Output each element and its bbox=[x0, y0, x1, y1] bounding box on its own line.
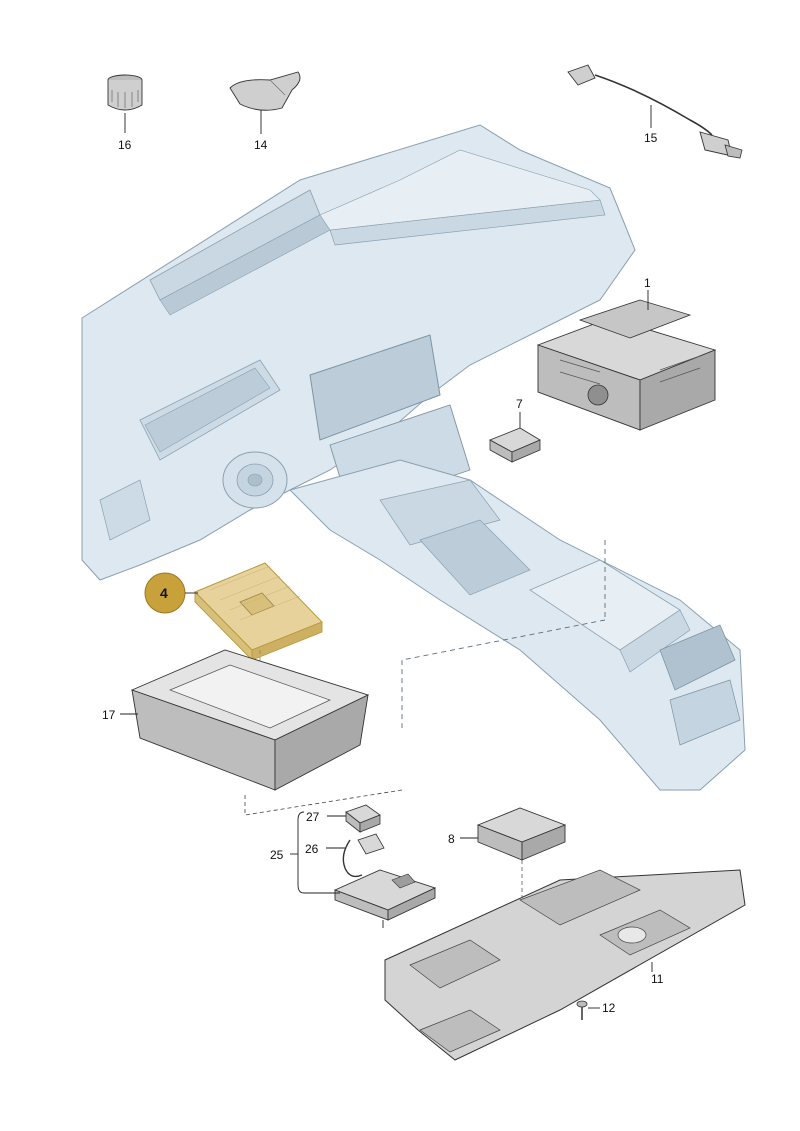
label-7: 7 bbox=[516, 397, 523, 411]
label-27: 27 bbox=[306, 810, 320, 824]
part-16-rotary-knob bbox=[107, 74, 143, 133]
label-25: 25 bbox=[270, 848, 284, 862]
part-1-radio-unit bbox=[536, 290, 717, 431]
label-12: 12 bbox=[602, 1001, 616, 1015]
label-14: 14 bbox=[254, 138, 268, 152]
label-8: 8 bbox=[448, 832, 455, 846]
part-26-wire-harness bbox=[326, 833, 385, 878]
part-7-connector-module bbox=[489, 412, 541, 463]
dashboard-illustration bbox=[81, 124, 746, 791]
label-17: 17 bbox=[102, 708, 116, 722]
part-27-plug bbox=[327, 804, 381, 833]
part-8-electronic-module bbox=[460, 807, 567, 975]
part-25-control-unit bbox=[290, 811, 437, 928]
label-1: 1 bbox=[644, 276, 651, 290]
label-11: 11 bbox=[651, 972, 664, 986]
label-16: 16 bbox=[118, 138, 132, 152]
part-11-console-bracket bbox=[384, 869, 746, 1061]
part-14-roof-antenna bbox=[229, 71, 301, 134]
label-4: 4 bbox=[160, 585, 168, 601]
part-4-wireless-charging-pad bbox=[194, 562, 323, 705]
label-15: 15 bbox=[644, 131, 658, 145]
part-15-antenna-cable bbox=[567, 64, 743, 159]
label-26: 26 bbox=[305, 842, 319, 856]
callout-4 bbox=[144, 572, 198, 614]
part-12-screw bbox=[576, 1000, 600, 1020]
part-17-storage-tray bbox=[120, 649, 403, 816]
